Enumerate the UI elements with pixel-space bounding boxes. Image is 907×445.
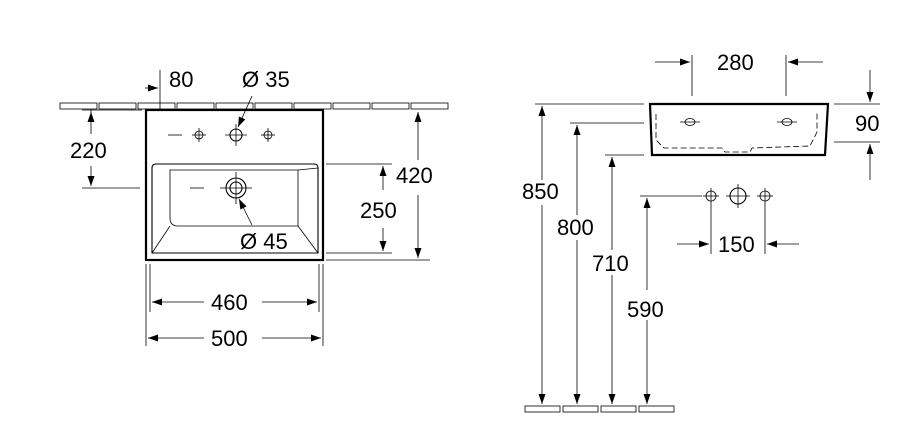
wall-tiles (59, 102, 449, 110)
depth-to-tap-label: 220 (70, 138, 107, 163)
basin-bowl (151, 163, 319, 254)
side-thickness-label: 90 (855, 111, 879, 136)
front-view: 80 Ø 35 Ø 45 220 250 420 460 (59, 67, 449, 351)
floor-to-top-label: 850 (522, 179, 559, 204)
tap-hole-label: Ø 35 (242, 67, 290, 92)
basin-side-outline (648, 102, 830, 157)
floor-tiles (524, 405, 675, 413)
floor-to-underside-label: 710 (592, 251, 629, 276)
tap-hole-icon (225, 124, 247, 146)
tap-layout-icon (703, 184, 773, 208)
total-width-label: 500 (211, 326, 248, 351)
basin-outline (144, 108, 325, 262)
tap-hole-right-icon (261, 128, 275, 142)
drain-hole-label: Ø 45 (240, 229, 288, 254)
drain-icon (220, 172, 252, 204)
side-tap-hole-left-icon (680, 118, 700, 126)
tap-hole-left-icon (192, 128, 206, 142)
side-tap-hole-right-icon (777, 118, 797, 126)
inner-width-label: 460 (211, 290, 248, 315)
floor-to-rim-label: 800 (557, 215, 594, 240)
basin-inner (169, 169, 299, 227)
bowl-height-label: 250 (360, 198, 397, 223)
total-height-label: 420 (396, 163, 433, 188)
floor-to-drain-label: 590 (627, 297, 664, 322)
side-view: 280 90 850 (522, 50, 880, 413)
basin-side-inner (655, 112, 818, 153)
tap-spacing-label: 150 (718, 232, 755, 257)
tap-offset-label: 80 (169, 67, 193, 92)
side-depth-label: 280 (717, 50, 754, 75)
